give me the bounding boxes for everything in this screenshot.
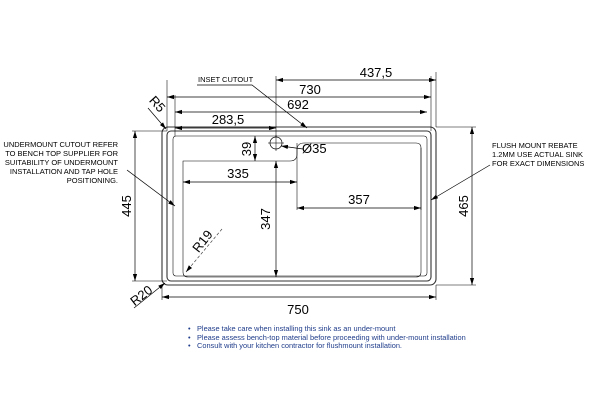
- leader-lines: [126, 84, 491, 309]
- label-flush-rebate: FLUSH MOUNT REBATE 1.2MM USE ACTUAL SINK…: [492, 141, 584, 168]
- svg-text:FOR EXACT DIMENSIONS: FOR EXACT DIMENSIONS: [492, 159, 584, 168]
- dim-445: 445: [119, 195, 134, 217]
- svg-text:POSITIONING.: POSITIONING.: [67, 176, 118, 185]
- dim-750: 750: [287, 302, 309, 317]
- leader-flush-rebate: [430, 164, 491, 201]
- svg-text:1.2MM USE ACTUAL SINK: 1.2MM USE ACTUAL SINK: [492, 150, 583, 159]
- inset-cutout-outline: [166, 130, 432, 282]
- outer-flush-rebate-outline: [161, 126, 437, 286]
- dimension-texts: 437,5 730 692 283,5 39 Ø35 335 357 347 4…: [119, 65, 471, 317]
- radius-r5: R5: [146, 93, 168, 115]
- dim-335: 335: [227, 166, 249, 181]
- leader-r5: [147, 107, 167, 130]
- svg-text:FLUSH MOUNT REBATE: FLUSH MOUNT REBATE: [492, 141, 578, 150]
- undermount-cutout-outline: [172, 135, 428, 277]
- dimension-lines: [132, 77, 475, 300]
- bullet-icon: •: [188, 341, 191, 351]
- dim-357: 357: [348, 192, 370, 207]
- leader-dia35: [280, 144, 304, 150]
- svg-text:UNDERMOUNT CUTOUT REFER: UNDERMOUNT CUTOUT REFER: [3, 140, 118, 149]
- radius-r20: R20: [127, 282, 155, 309]
- dim-39: 39: [239, 142, 254, 156]
- dim-dia35: Ø35: [302, 141, 327, 156]
- note-item: • Please take care when installing this s…: [188, 324, 466, 334]
- label-inset-cutout: INSET CUTOUT: [198, 75, 254, 84]
- radius-r19: R19: [189, 227, 216, 255]
- note-text: Consult with your kitchen contractor for…: [197, 341, 402, 351]
- dim-465: 465: [456, 195, 471, 217]
- dim-437: 437,5: [360, 65, 393, 80]
- svg-text:TO BENCH TOP SUPPLIER FOR: TO BENCH TOP SUPPLIER FOR: [5, 149, 118, 158]
- leader-r19: [185, 228, 223, 273]
- label-undermount: UNDERMOUNT CUTOUT REFER TO BENCH TOP SUP…: [3, 140, 118, 185]
- bullet-icon: •: [188, 332, 191, 342]
- note-item: • Please assess bench-top material before…: [188, 332, 466, 343]
- note-item: • Consult with your kitchen contractor fo…: [188, 341, 466, 351]
- extension-lines: [132, 72, 476, 300]
- leader-undermount: [126, 169, 176, 207]
- dim-692: 692: [287, 97, 309, 112]
- dim-347: 347: [258, 208, 273, 230]
- sink-bowl-outline: [182, 142, 422, 278]
- dim-730: 730: [299, 82, 321, 97]
- note-text: Please assess bench-top material before …: [197, 332, 466, 342]
- svg-text:INSTALLATION AND TAP HOLE: INSTALLATION AND TAP HOLE: [10, 167, 118, 176]
- installation-notes: • Please take care when installing this s…: [188, 324, 466, 351]
- note-text: Please take care when installing this si…: [197, 324, 396, 333]
- leader-r20: [133, 282, 166, 309]
- annotation-labels: INSET CUTOUT UNDERMOUNT CUTOUT REFER TO …: [3, 75, 584, 185]
- sink-outline: [161, 126, 437, 286]
- bullet-icon: •: [188, 324, 191, 333]
- dim-283: 283,5: [212, 112, 245, 127]
- svg-text:SUITABILITY OF UNDERMOUNT: SUITABILITY OF UNDERMOUNT: [5, 158, 118, 167]
- leader-inset-cutout: [197, 84, 308, 129]
